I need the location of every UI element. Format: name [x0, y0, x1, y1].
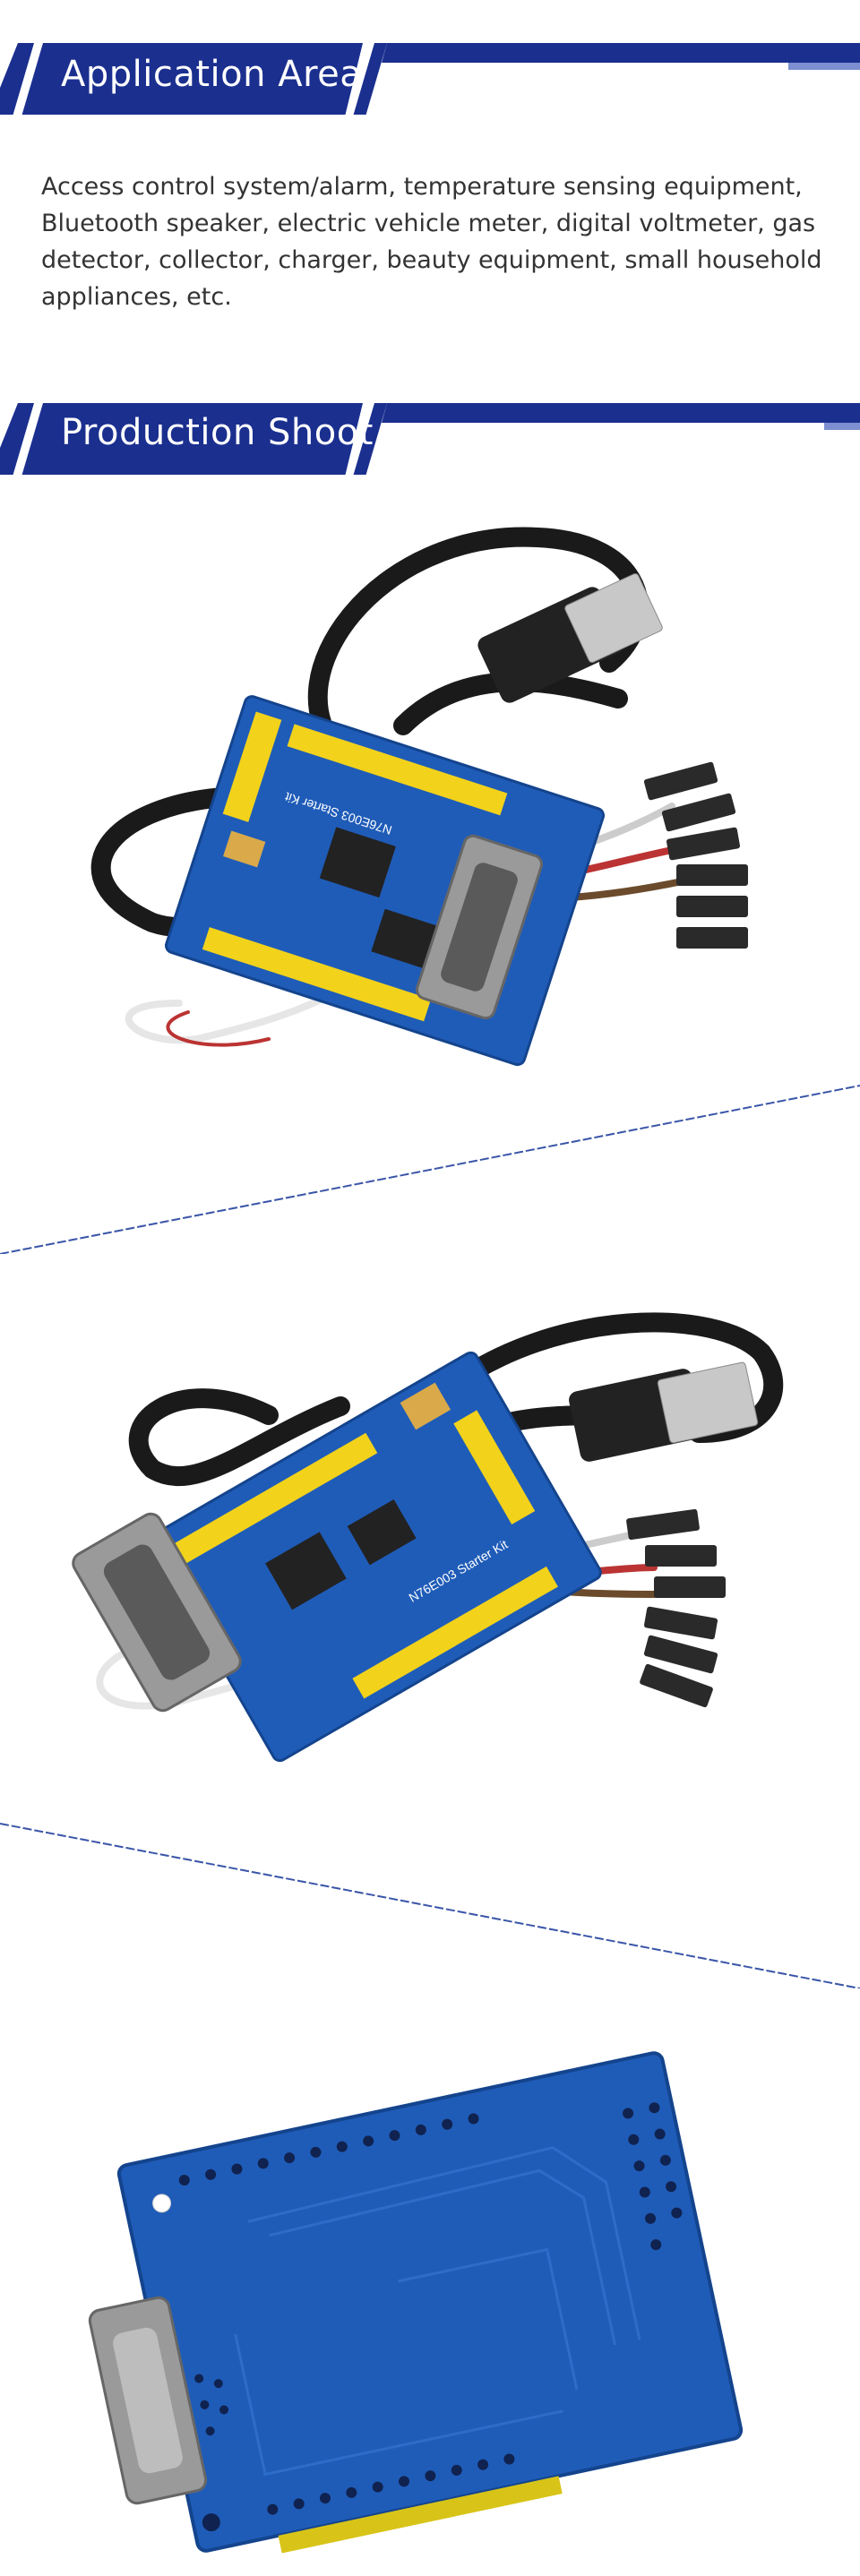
usb-plug — [569, 1361, 759, 1462]
usb-plug — [477, 573, 663, 703]
db9-connector — [88, 2296, 208, 2505]
through-holes — [178, 2102, 683, 2515]
dupont-connectors — [626, 1508, 726, 1708]
section-title: Application Area — [61, 54, 363, 95]
product-photo-3 — [0, 2006, 860, 2576]
product-photo-1: N76E003 Starter Kit — [0, 502, 860, 1111]
production-shoot-header: Production Shoot — [0, 394, 860, 475]
product-photo-2: N76E003 Starter Kit — [0, 1272, 860, 1773]
section-title: Production Shoot — [61, 412, 374, 453]
header-banner-shape — [0, 403, 860, 475]
traces — [234, 2146, 641, 2477]
db9-connector — [415, 834, 544, 1020]
application-area-text: Access control system/alarm, temperature… — [41, 173, 822, 311]
pcb-board: N76E003 Starter Kit — [148, 1351, 602, 1763]
diagonal-divider — [0, 1823, 860, 1988]
header-banner-shape — [0, 43, 860, 115]
diagonal-divider — [0, 1085, 860, 1254]
application-area-header: Application Area — [0, 34, 860, 115]
db9-connector — [72, 1512, 242, 1713]
dupont-connectors — [643, 761, 748, 949]
pcb-board: N76E003 Starter Kit — [165, 695, 606, 1067]
pcb-board-bottom — [116, 2051, 744, 2554]
